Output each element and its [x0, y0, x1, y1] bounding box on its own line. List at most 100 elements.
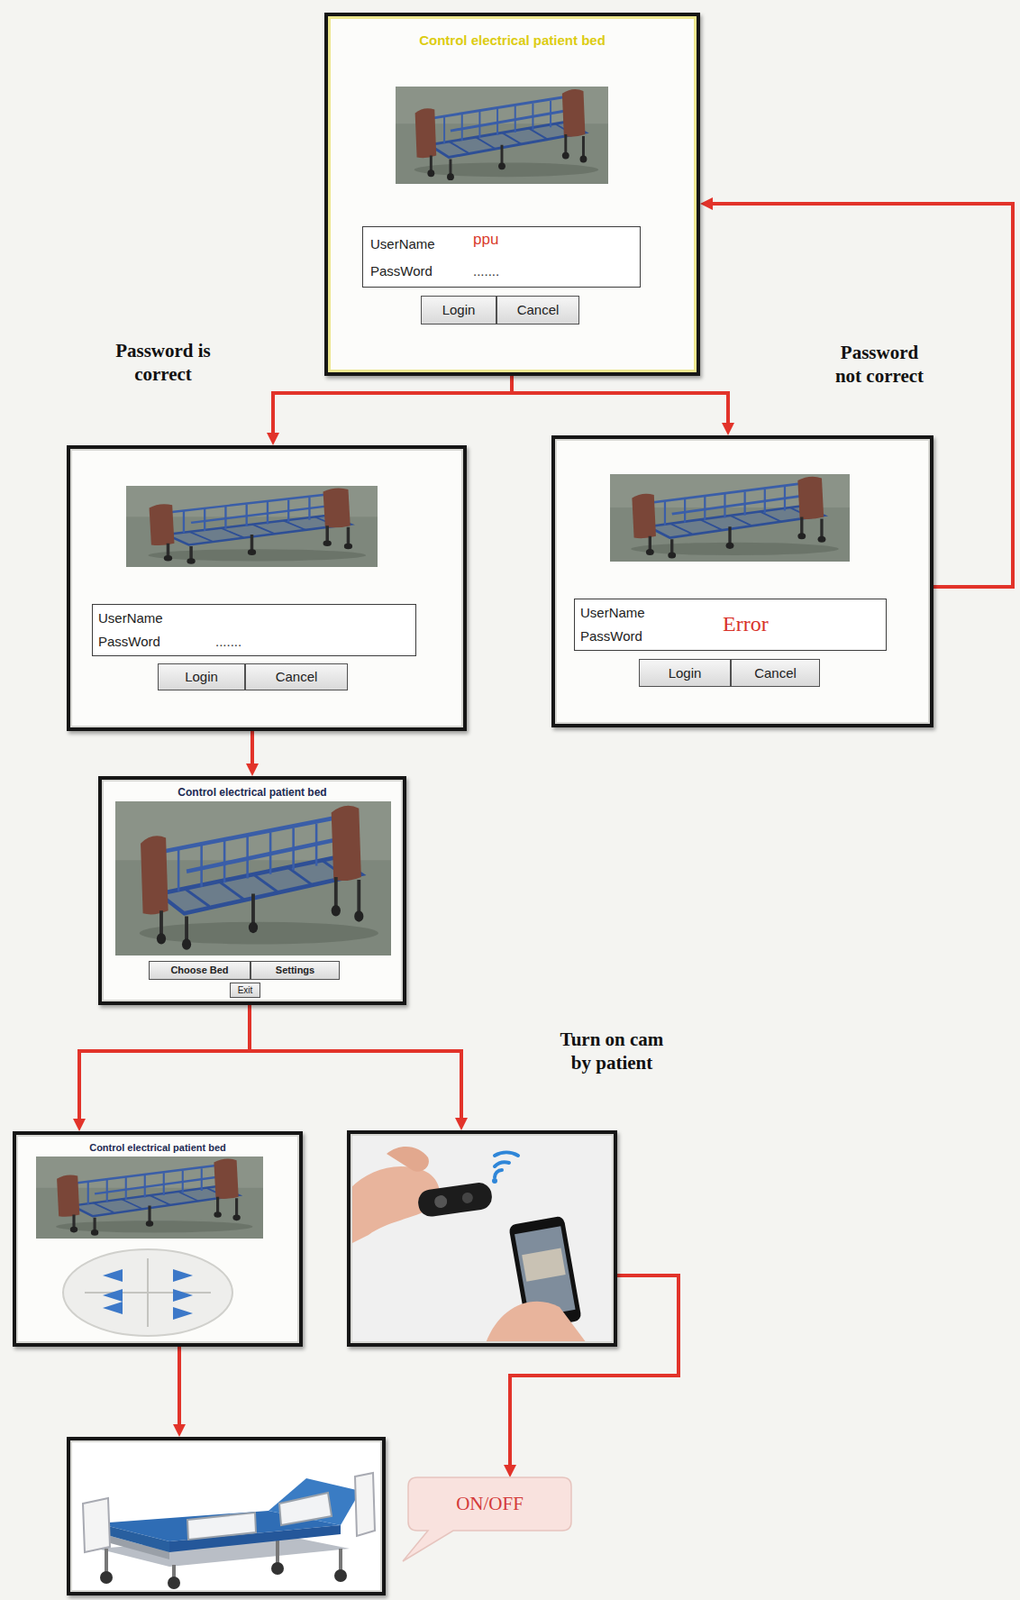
bed-photo	[167, 1575, 181, 1589]
camera-photo	[416, 1180, 493, 1218]
screen-ground	[324, 12, 701, 376]
camera-photo-box	[346, 1129, 618, 1347]
branch-label: Password is correct	[100, 338, 226, 387]
camera-photo	[350, 1133, 614, 1343]
bed-photo	[279, 1492, 332, 1525]
field-label: PassWord	[98, 633, 161, 649]
push-button: Cancel	[730, 658, 820, 687]
button-label: Login	[442, 301, 476, 318]
screen-ground	[12, 12, 934, 1595]
push-button: Exit	[229, 982, 261, 998]
camera-photo	[350, 1133, 614, 1343]
field-label: UserName	[98, 610, 164, 626]
camera-photo	[386, 1146, 429, 1172]
screen-ground	[346, 1129, 618, 1347]
flow-arrow	[510, 1275, 679, 1470]
flow-arrow	[177, 1346, 182, 1430]
camera-photo	[416, 1180, 493, 1218]
password-mask: .......	[473, 263, 500, 279]
bubble-text: ON/OFF	[455, 1492, 524, 1514]
field-label: UserName	[370, 236, 436, 252]
remote-pad	[102, 1268, 123, 1282]
camera-photo	[521, 1247, 566, 1282]
login-screen: Control electrical patient bedUserName pp…	[324, 12, 701, 376]
bed-photo	[355, 1472, 375, 1536]
flow-arrow	[250, 730, 255, 769]
flow-arrow	[707, 203, 1013, 587]
camera-photo	[461, 1191, 474, 1204]
flow-arrow	[249, 1004, 462, 1123]
screen-title: Control electrical patient bed	[177, 786, 327, 800]
bed-photo	[70, 1439, 383, 1592]
login-panel: UserNamePassWord Error	[573, 598, 887, 651]
button-label: Login	[668, 664, 702, 681]
remote-pad	[173, 1288, 193, 1302]
camera-photo	[491, 1177, 498, 1184]
bed-picture	[610, 473, 850, 562]
remote-pad	[63, 1248, 233, 1336]
screen-title: Control electrical patient bed	[418, 32, 606, 48]
remote-pad	[173, 1306, 193, 1320]
button-label: Cancel	[754, 664, 797, 681]
remote-pad	[84, 1257, 211, 1327]
error-screen: UserNamePassWord ErrorLogin Cancel	[551, 435, 934, 728]
bed-picture	[36, 1156, 264, 1239]
bed-picture	[115, 801, 392, 956]
field-label: UserName	[580, 604, 646, 620]
flow-arrow	[273, 375, 512, 438]
push-button: Cancel	[496, 295, 580, 325]
push-button: Cancel	[245, 663, 348, 691]
bed-picture	[395, 86, 609, 184]
login-screen: UserNamePassWord....... Login Cancel	[66, 445, 467, 731]
remote-pad	[63, 1248, 233, 1336]
remote-pad	[102, 1288, 123, 1302]
error-message: Error	[722, 611, 769, 638]
login-panel: UserNamePassWord.......	[91, 603, 417, 656]
button-label: Cancel	[275, 668, 319, 684]
flow-arrow	[79, 1004, 250, 1124]
field-label: PassWord	[370, 263, 433, 279]
flow-arrow	[511, 375, 729, 429]
push-button: Choose Bed	[148, 960, 251, 980]
camera-photo	[433, 1193, 448, 1209]
bed-control-screen: Control electrical patient bed	[12, 1130, 303, 1347]
push-button: Login	[420, 295, 497, 325]
remote-pad	[102, 1268, 193, 1320]
bubble-outline	[402, 1476, 572, 1561]
bed-photo	[334, 1568, 347, 1582]
button-label: Settings	[275, 964, 315, 976]
bed-photo	[100, 1570, 113, 1584]
screen-ground	[66, 1436, 386, 1595]
branch-label: Turn on cam by patient	[551, 1027, 673, 1075]
camera-photo	[494, 1152, 519, 1156]
screen-ground	[551, 435, 934, 728]
camera-photo	[494, 1152, 519, 1177]
screen-title: Control electrical patient bed	[89, 1141, 227, 1154]
push-button: Login	[638, 658, 731, 687]
push-button: Settings	[250, 960, 340, 980]
bed-picture	[36, 86, 850, 1239]
screen-ground	[12, 1130, 303, 1347]
bed-picture	[126, 485, 378, 567]
push-button: Login	[157, 663, 246, 691]
branch-label: Password not correct	[827, 340, 932, 389]
password-mask: .......	[215, 633, 242, 649]
button-label: Login	[184, 668, 219, 684]
field-label: PassWord	[580, 628, 643, 644]
bed-photo	[70, 1439, 383, 1592]
button-label: Exit	[237, 984, 254, 996]
screen-ground	[66, 445, 467, 731]
speech-bubble: ON/OFF	[408, 1476, 572, 1530]
camera-photo	[494, 1161, 510, 1166]
button-label: Cancel	[517, 301, 560, 318]
bed-photo	[187, 1511, 256, 1540]
remote-pad	[173, 1268, 193, 1282]
bed-photo	[271, 1561, 284, 1575]
login-panel: UserName ppuPassWord.......	[362, 226, 641, 288]
bed-photo	[268, 1477, 361, 1525]
bed-photo-box	[66, 1436, 386, 1595]
bed-photo	[82, 1497, 110, 1552]
field-value: ppu	[473, 230, 499, 249]
screen-ground	[98, 775, 407, 1005]
